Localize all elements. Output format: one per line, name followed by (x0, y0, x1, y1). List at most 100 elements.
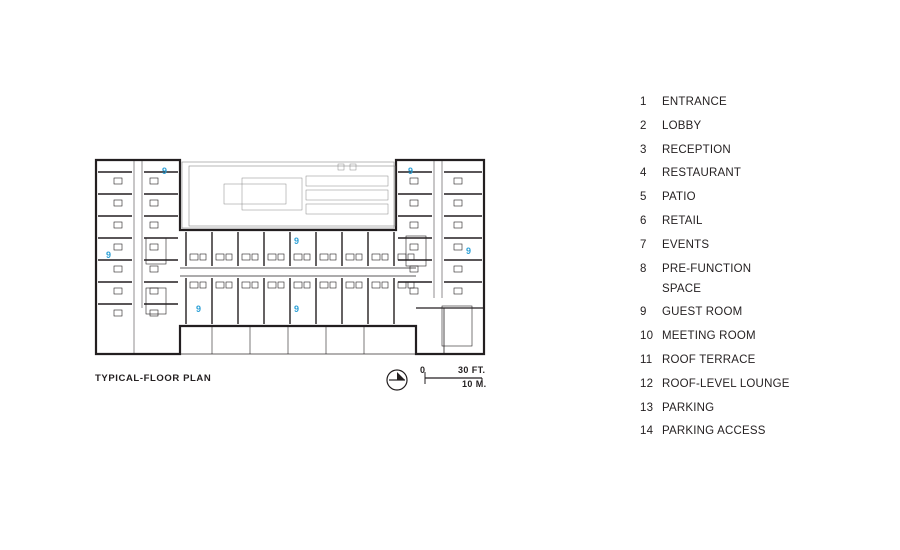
guest-room-fixture (149, 177, 159, 185)
guest-room-fixture (303, 253, 311, 261)
guest-room-fixture (397, 281, 407, 289)
guest-room-label: 9 (162, 166, 167, 176)
guest-room-label: 9 (106, 250, 111, 260)
guest-room-fixture (277, 281, 285, 289)
guest-room-fixture (329, 281, 337, 289)
guest-room-fixture (113, 287, 123, 295)
legend-number: 9 (640, 306, 647, 319)
guest-room-fixture (355, 253, 363, 261)
guest-room-fixture (113, 199, 123, 207)
legend-number: 14 (640, 425, 654, 438)
guest-room-fixture (409, 177, 419, 185)
plan-caption: TYPICAL-FLOOR PLAN (95, 373, 212, 384)
legend-number: 3 (640, 143, 647, 156)
legend-label: RETAIL (662, 214, 703, 227)
guest-room-fixture (149, 243, 159, 251)
guest-room-fixture (409, 265, 419, 273)
guest-room-fixture (453, 199, 463, 207)
scale-bar (424, 372, 483, 384)
legend-number: 7 (640, 238, 647, 251)
legend-item: 9 GUEST ROOM (640, 302, 792, 322)
guest-room-label: 9 (196, 304, 201, 314)
legend-item: 10 MEETING ROOM (640, 326, 792, 346)
legend-number: 2 (640, 119, 647, 132)
guest-room-fixture (225, 281, 233, 289)
stair (441, 305, 473, 347)
legend-label: ROOF-LEVEL LOUNGE (662, 377, 790, 390)
guest-room-fixture (345, 253, 355, 261)
guest-room-fixture (371, 253, 381, 261)
podium-strip (179, 325, 417, 355)
guest-room-fixture (277, 253, 285, 261)
guest-room-fixture (199, 253, 207, 261)
legend-item: 12 ROOF-LEVEL LOUNGE (640, 374, 792, 394)
legend-label: PATIO (662, 191, 696, 204)
guest-room-fixture (409, 287, 419, 295)
guest-room-fixture (329, 253, 337, 261)
legend-number: 11 (640, 353, 653, 366)
legend-label: EVENTS (662, 238, 710, 251)
legend-number: 5 (640, 191, 647, 204)
legend-label: RECEPTION (662, 143, 731, 156)
guest-room-fixture (355, 281, 363, 289)
guest-room-fixture (303, 281, 311, 289)
guest-room-fixture (267, 281, 277, 289)
guest-room-fixture (293, 281, 303, 289)
guest-room-fixture (293, 253, 303, 261)
guest-room-fixture (267, 253, 277, 261)
elevator (405, 235, 427, 267)
roof-area (181, 161, 395, 229)
legend-number: 10 (640, 330, 654, 343)
legend-item: 5 PATIO (640, 187, 792, 207)
legend-label: MEETING ROOM (662, 330, 756, 343)
guest-room-fixture (113, 177, 123, 185)
legend-item: 7 EVENTS (640, 235, 792, 255)
guest-room-fixture (199, 281, 207, 289)
legend-number: 12 (640, 377, 654, 390)
scale-meters: 10 M. (462, 379, 487, 389)
guest-room-fixture (241, 253, 251, 261)
legend-label: RESTAURANT (662, 167, 742, 180)
guest-room-fixture (251, 253, 259, 261)
guest-room-fixture (409, 243, 419, 251)
legend-label: GUEST ROOM (662, 306, 743, 319)
legend-item: 1 ENTRANCE (640, 92, 792, 112)
guest-room-fixture (215, 253, 225, 261)
legend-item: 13 PARKING (640, 398, 792, 418)
legend-number: 1 (640, 96, 647, 108)
guest-room-fixture (189, 281, 199, 289)
guest-room-fixture (225, 253, 233, 261)
guest-room-fixture (453, 265, 463, 273)
guest-room-fixture (113, 309, 123, 317)
legend-item: 4 RESTAURANT (640, 163, 792, 183)
guest-room-fixture (381, 281, 389, 289)
guest-room-fixture (149, 287, 159, 295)
north-arrow-icon (386, 369, 408, 391)
guest-room-fixture (407, 253, 415, 261)
legend-label: PARKING (662, 401, 715, 414)
guest-room-fixture (453, 287, 463, 295)
guest-room-fixture (319, 253, 329, 261)
legend-number: 8 (640, 262, 647, 275)
legend-number: 4 (640, 167, 647, 180)
guest-room-fixture (319, 281, 329, 289)
guest-room-fixture (149, 309, 159, 317)
guest-room-fixture (251, 281, 259, 289)
guest-room-fixture (409, 199, 419, 207)
scale-zero: 0 (420, 365, 426, 375)
legend-label: PARKING ACCESS (662, 425, 766, 438)
guest-room-fixture (407, 281, 415, 289)
guest-room-fixture (453, 243, 463, 251)
legend-number: 13 (640, 401, 654, 414)
guest-room-fixture (453, 177, 463, 185)
guest-room-fixture (113, 265, 123, 273)
guest-room-fixture (397, 253, 407, 261)
legend-label: ENTRANCE (662, 96, 727, 108)
guest-room-fixture (113, 221, 123, 229)
